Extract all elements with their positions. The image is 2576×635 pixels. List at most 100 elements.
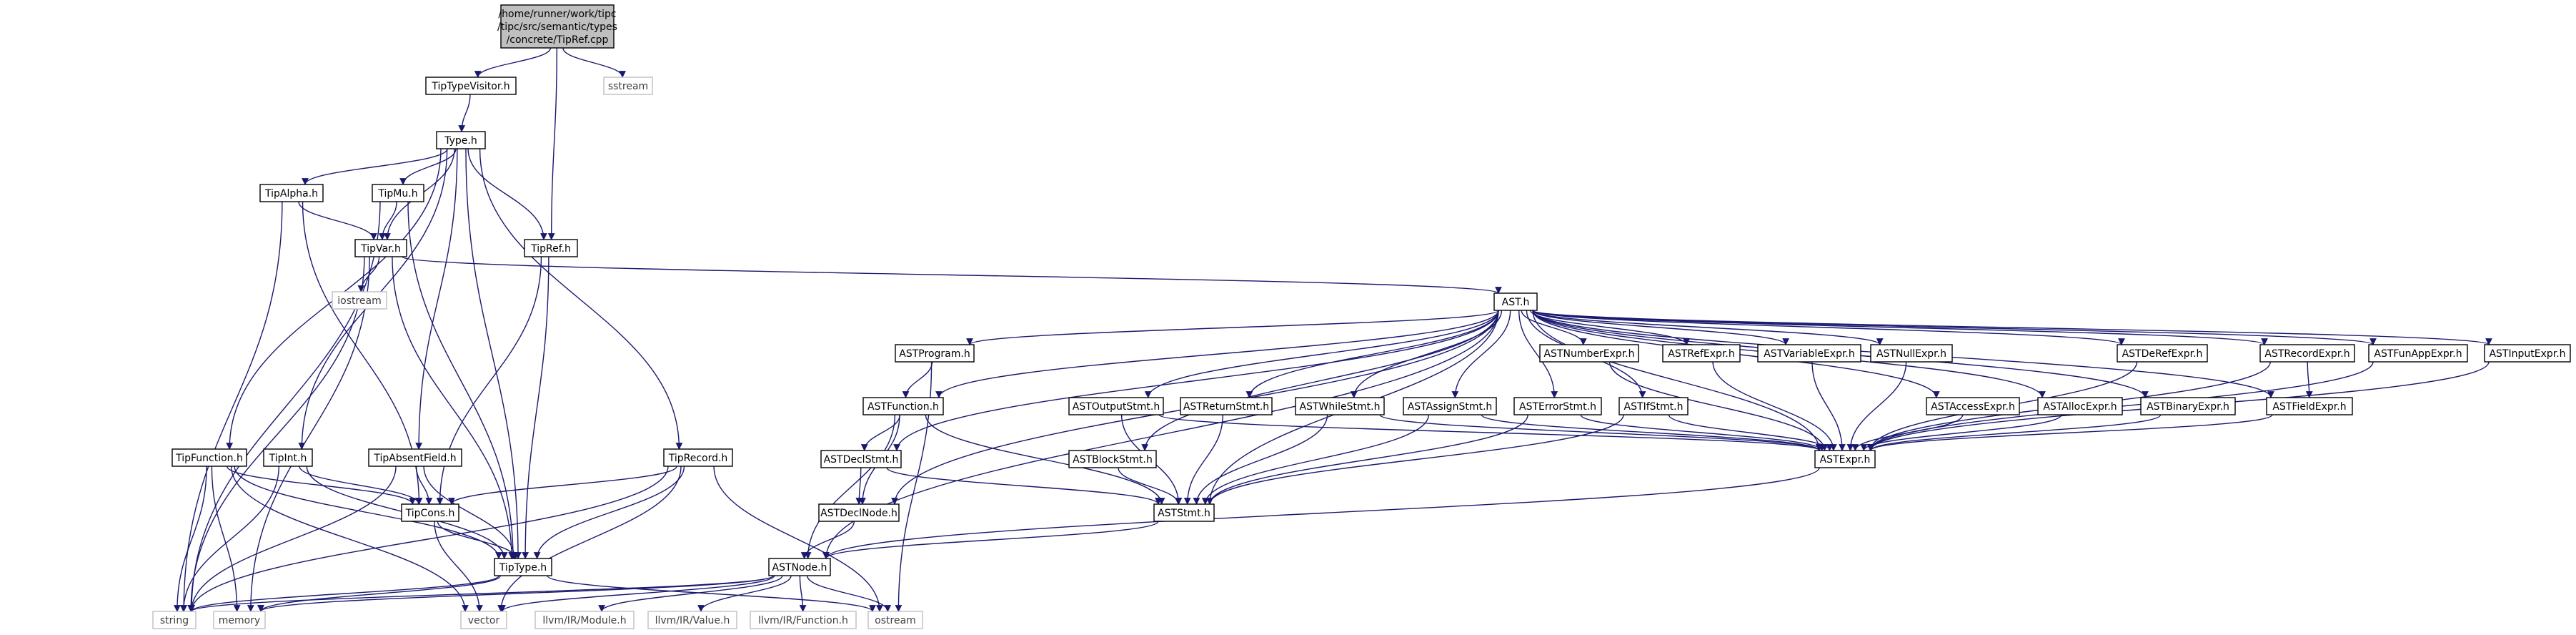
edge-Type-to-TipMu [399, 148, 457, 185]
edge-line [1201, 414, 1429, 505]
edge-AST-to-ASTExpr [1532, 310, 1823, 451]
node-astnullexpr-h[interactable]: ASTNullExpr.h [1870, 344, 1953, 363]
node-astallocexpr-h[interactable]: ASTAllocExpr.h [2037, 397, 2123, 415]
edge-TipMu-to-string [188, 201, 381, 612]
edge-ASTStmt-to-ASTNode [822, 521, 1159, 559]
node-label: ASTDeclNode.h [820, 508, 897, 519]
node-aststmt-h[interactable]: ASTStmt.h [1153, 503, 1215, 522]
edge-ASTAssignStmt-to-ASTExpr [1481, 414, 1823, 451]
node-astrecordexpr-h[interactable]: ASTRecordExpr.h [2259, 344, 2355, 363]
node-asterrorstmt-h[interactable]: ASTErrorStmt.h [1513, 397, 1602, 415]
edge-line [1379, 414, 1823, 451]
node-string[interactable]: string [152, 611, 197, 629]
node-tipint-h[interactable]: TipInt.h [263, 448, 313, 467]
edge-line [234, 466, 502, 559]
root-file-node[interactable]: /home/runner/work/tipc /tipc/src/semanti… [497, 4, 617, 49]
node-astreturnstmt-h[interactable]: ASTReturnStmt.h [1180, 397, 1273, 415]
edge-ASTErrorStmt-to-ASTExpr [1580, 414, 1826, 451]
node-astfunappexpr-h[interactable]: ASTFunAppExpr.h [2368, 344, 2468, 363]
edge-line [1608, 361, 1829, 451]
edge-line [458, 94, 471, 132]
node-astexpr-h[interactable]: ASTExpr.h [1814, 450, 1876, 468]
node-llvm-ir-function-h[interactable]: llvm/IR/Function.h [750, 611, 857, 629]
node-tipalpha-h[interactable]: TipAlpha.h [259, 184, 324, 202]
node-astblockstmt-h[interactable]: ASTBlockStmt.h [1068, 450, 1157, 468]
edge-line [188, 466, 397, 612]
node-astvariableexpr-h[interactable]: ASTVariableExpr.h [1757, 344, 1861, 363]
node-astrefexpr-h[interactable]: ASTRefExpr.h [1662, 344, 1741, 363]
node-astfieldexpr-h[interactable]: ASTFieldExpr.h [2266, 397, 2353, 415]
node-tipcons-h[interactable]: TipCons.h [401, 503, 459, 522]
node-astfunction-h[interactable]: ASTFunction.h [862, 397, 944, 415]
node-tipabsentfield-h[interactable]: TipAbsentField.h [368, 448, 462, 467]
node-tipmu-h[interactable]: TipMu.h [372, 184, 424, 202]
edge-line [497, 466, 682, 612]
edge-line [415, 148, 458, 450]
node-vector[interactable]: vector [460, 611, 507, 629]
node-astwhilestmt-h[interactable]: ASTWhileStmt.h [1295, 397, 1385, 415]
node-astnumberexpr-h[interactable]: ASTNumberExpr.h [1539, 344, 1639, 363]
node-astaccessexpr-h[interactable]: ASTAccessExpr.h [1926, 397, 2020, 415]
node-astderefexpr-h[interactable]: ASTDeRefExpr.h [2117, 344, 2208, 363]
edge-ASTWhileStmt-to-ASTExpr [1379, 414, 1823, 451]
edge-line [1867, 414, 2273, 451]
node-tipvar-h[interactable]: TipVar.h [354, 239, 407, 257]
node-astdeclnode-h[interactable]: ASTDeclNode.h [818, 503, 900, 522]
node-astinputexpr-h[interactable]: ASTInputExpr.h [2484, 344, 2571, 363]
edge-line [1481, 414, 1823, 451]
edge-ASTNode-to-llvmModule [598, 575, 783, 612]
edge-line [415, 466, 433, 505]
node-label: ASTFunction.h [867, 401, 939, 413]
edge-Type-to-TipAlpha [302, 148, 448, 185]
edge-line [1521, 310, 1587, 345]
node-tiptype-h[interactable]: TipType.h [494, 558, 552, 576]
node-astprogram-h[interactable]: ASTProgram.h [895, 344, 975, 363]
edge-line [1245, 310, 1499, 398]
node-astassignstmt-h[interactable]: ASTAssignStmt.h [1403, 397, 1497, 415]
edge-ASTNode-to-vector [499, 575, 775, 612]
edge-AST-to-ASTVariableExpr [1532, 310, 1789, 345]
node-tiptypevisitor-h[interactable]: TipTypeVisitor.h [425, 77, 517, 95]
edge-line [1451, 310, 1511, 398]
edge-line [187, 256, 365, 612]
node-type-h[interactable]: Type.h [436, 131, 486, 149]
edge-TipVar-to-AST [402, 256, 1502, 294]
edge-AST-to-ASTRecordExpr [1532, 310, 2268, 345]
edge-line [807, 575, 892, 612]
edge-line [547, 47, 557, 240]
edge-TipAbsentField-to-TipType [423, 466, 518, 559]
root-path-line-3: /concrete/TipRef.cpp [507, 34, 609, 46]
node-tiprecord-h[interactable]: TipRecord.h [663, 448, 733, 467]
node-llvm-ir-value-h[interactable]: llvm/IR/Value.h [647, 611, 737, 629]
edge-ASTNode-to-llvmValue [697, 575, 792, 612]
edge-TipType-to-memory [257, 575, 501, 612]
edge-AST-to-ASTDeRefExpr [1532, 310, 2125, 345]
edge-ASTFunction-to-ASTStmt [925, 414, 1165, 505]
node-memory[interactable]: memory [213, 611, 266, 629]
edge-Type-to-TipRef [467, 148, 547, 240]
node-sstream[interactable]: sstream [603, 77, 653, 95]
edge-line [1532, 310, 1823, 451]
node-label: TipTypeVisitor.h [431, 81, 509, 92]
node-astdeclstmt-h[interactable]: ASTDeclStmt.h [820, 450, 902, 468]
node-ast-h[interactable]: AST.h [1493, 292, 1538, 311]
edge-line [1867, 414, 2162, 451]
edge-line [407, 201, 517, 559]
edge-line [799, 575, 807, 612]
node-ostream[interactable]: ostream [867, 611, 923, 629]
edge-TipFunction-to-TipCons [227, 466, 417, 505]
node-astbinaryexpr-h[interactable]: ASTBinaryExpr.h [2140, 397, 2236, 415]
node-iostream[interactable]: iostream [332, 291, 387, 310]
node-label: ASTWhileStmt.h [1300, 401, 1381, 413]
node-astoutputstmt-h[interactable]: ASTOutputStmt.h [1068, 397, 1164, 415]
node-astifstmt-h[interactable]: ASTIfStmt.h [1618, 397, 1689, 415]
edge-line [392, 256, 515, 559]
node-tipref-h[interactable]: TipRef.h [524, 239, 578, 257]
node-tipfunction-h[interactable]: TipFunction.h [171, 448, 247, 467]
node-label: TipCons.h [405, 508, 455, 519]
edge-line [533, 466, 685, 559]
node-llvm-ir-module-h[interactable]: llvm/IR/Module.h [534, 611, 635, 629]
edge-line [1350, 310, 1503, 398]
edge-line [1183, 414, 1223, 505]
node-astnode-h[interactable]: ASTNode.h [768, 558, 831, 576]
